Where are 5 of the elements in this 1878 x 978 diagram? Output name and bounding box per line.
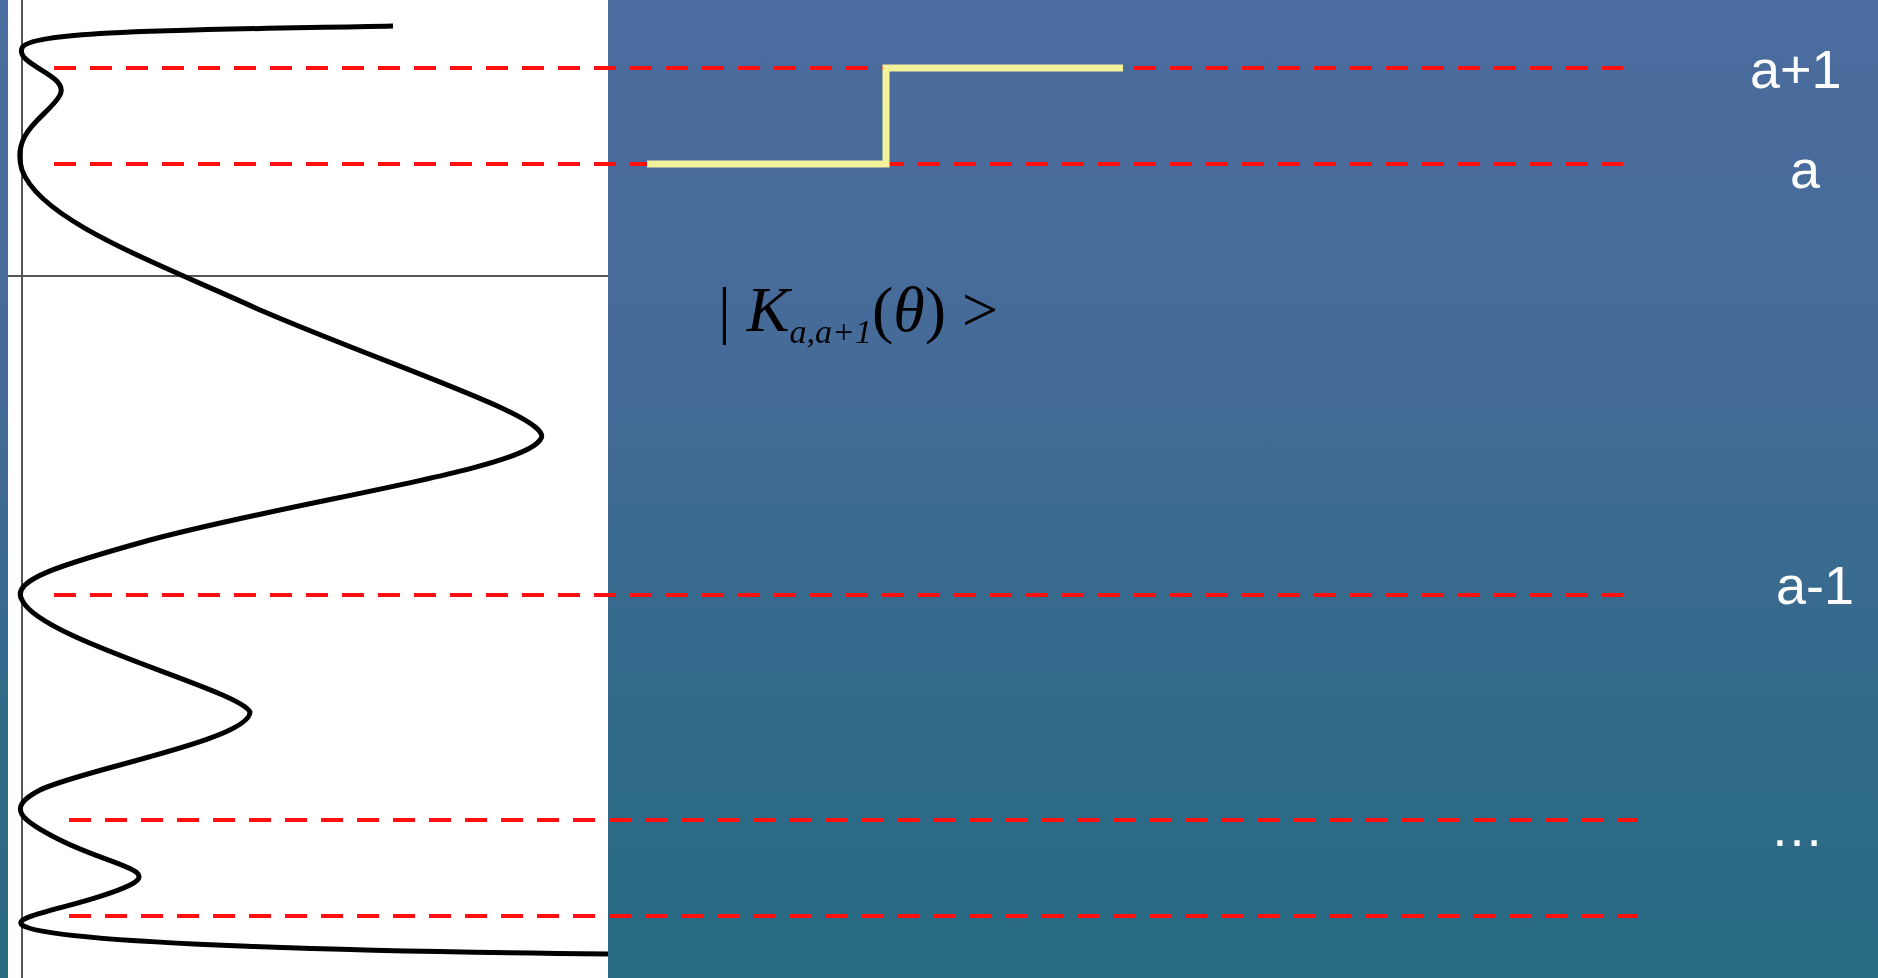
- ellipsis-label: …: [1770, 800, 1824, 854]
- state-formula: | K$_{a,a+1}$(θ) >: [718, 278, 999, 349]
- level-label: a: [1790, 142, 1821, 196]
- level-label: a-1: [1776, 558, 1855, 612]
- level-label: a+1: [1750, 42, 1842, 96]
